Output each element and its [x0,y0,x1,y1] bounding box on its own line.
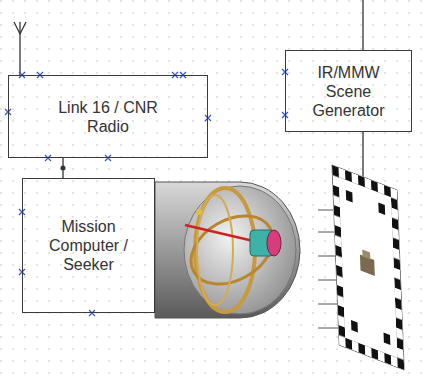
box-label: Link 16 / CNR Radio [43,98,173,136]
box-label: IR/MMW Scene Generator [294,63,404,120]
box-label: Mission Computer / Seeker [39,217,139,274]
computer-box: Mission Computer / Seeker [22,178,155,313]
radio-box: Link 16 / CNR Radio [8,75,208,158]
seeker-illustration [155,182,300,318]
connector-line [62,158,63,178]
target-panel [332,165,404,370]
signal-wire [362,132,363,182]
signal-wire [362,0,363,50]
antenna-symbol [14,22,26,75]
port-markers [5,69,288,316]
generator-box: IR/MMW Scene Generator [285,50,412,132]
